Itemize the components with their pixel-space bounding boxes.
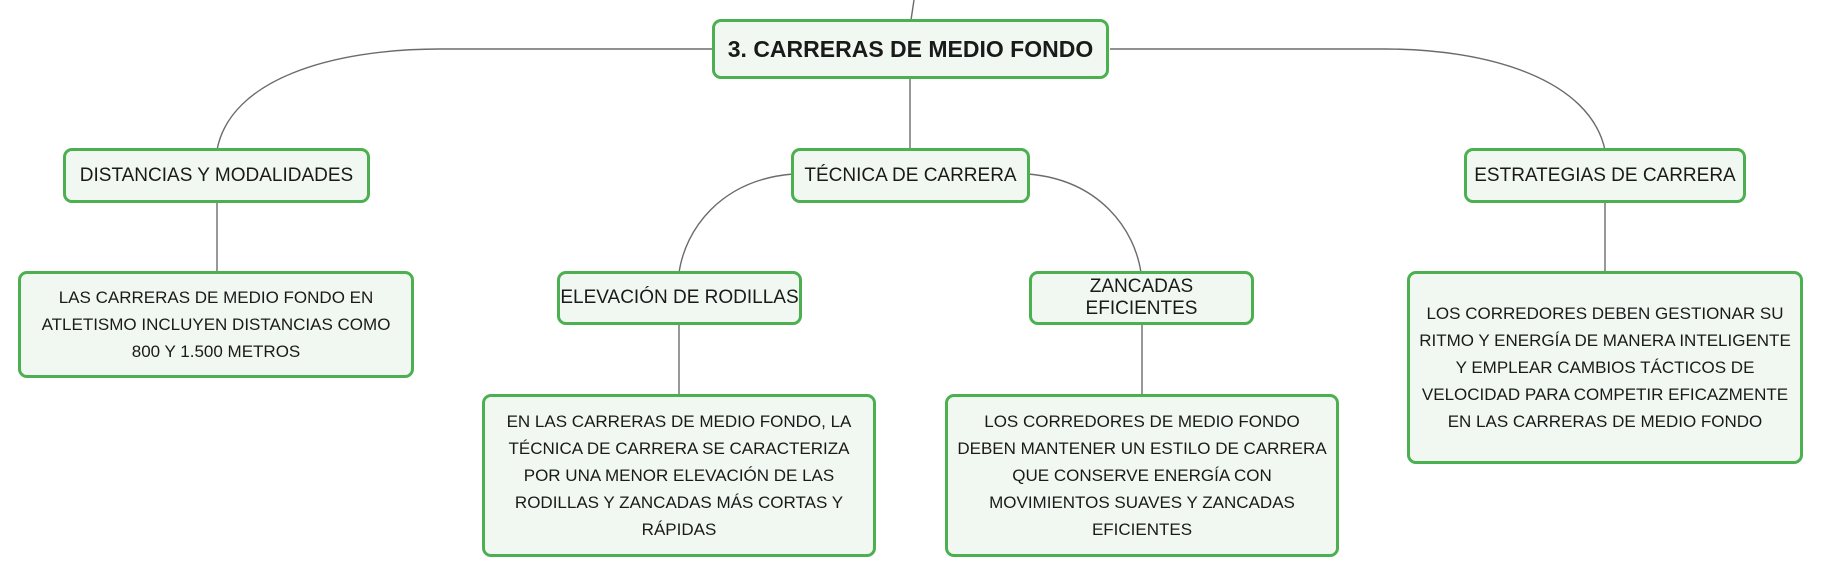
connector-parent-to-root <box>910 0 915 21</box>
root-topic-label: 3. CARRERAS DE MEDIO FONDO <box>727 35 1094 62</box>
connector-root-to-estrategias <box>1110 48 1606 151</box>
topic-node-tecnica[interactable]: TÉCNICA DE CARRERA <box>791 148 1030 203</box>
subtopic-node-rodillas[interactable]: ELEVACIÓN DE RODILLAS <box>557 271 802 325</box>
connector-tecnica-to-zancadas <box>1027 173 1142 274</box>
detail-text-zancadas: LOS CORREDORES DE MEDIO FONDO DEBEN MANT… <box>957 412 1327 539</box>
subtopic-label-zancadas: ZANCADAS EFICIENTES <box>1085 276 1198 319</box>
topic-label-tecnica: TÉCNICA DE CARRERA <box>804 164 1017 186</box>
subtopic-node-zancadas[interactable]: ZANCADAS EFICIENTES <box>1029 271 1254 325</box>
topic-node-estrategias[interactable]: ESTRATEGIAS DE CARRERA <box>1464 148 1746 203</box>
topic-label-distancias: DISTANCIAS Y MODALIDADES <box>79 164 354 186</box>
detail-node-rodillas[interactable]: EN LAS CARRERAS DE MEDIO FONDO, LA TÉCNI… <box>482 394 876 557</box>
topic-node-distancias[interactable]: DISTANCIAS Y MODALIDADES <box>63 148 370 203</box>
detail-text-distancias: LAS CARRERAS DE MEDIO FONDO EN ATLETISMO… <box>41 288 391 361</box>
root-topic-node[interactable]: 3. CARRERAS DE MEDIO FONDO <box>712 19 1109 79</box>
detail-text-estrategias: LOS CORREDORES DEBEN GESTIONAR SU RITMO … <box>1419 304 1791 431</box>
detail-node-distancias[interactable]: LAS CARRERAS DE MEDIO FONDO EN ATLETISMO… <box>18 271 414 378</box>
detail-node-estrategias[interactable]: LOS CORREDORES DEBEN GESTIONAR SU RITMO … <box>1407 271 1803 464</box>
connector-tecnica-to-rodillas <box>678 173 794 274</box>
detail-text-rodillas: EN LAS CARRERAS DE MEDIO FONDO, LA TÉCNI… <box>506 412 852 539</box>
topic-label-estrategias: ESTRATEGIAS DE CARRERA <box>1474 164 1736 186</box>
subtopic-label-rodillas: ELEVACIÓN DE RODILLAS <box>560 287 799 308</box>
connector-root-to-distancias <box>216 48 713 151</box>
detail-node-zancadas[interactable]: LOS CORREDORES DE MEDIO FONDO DEBEN MANT… <box>945 394 1339 557</box>
